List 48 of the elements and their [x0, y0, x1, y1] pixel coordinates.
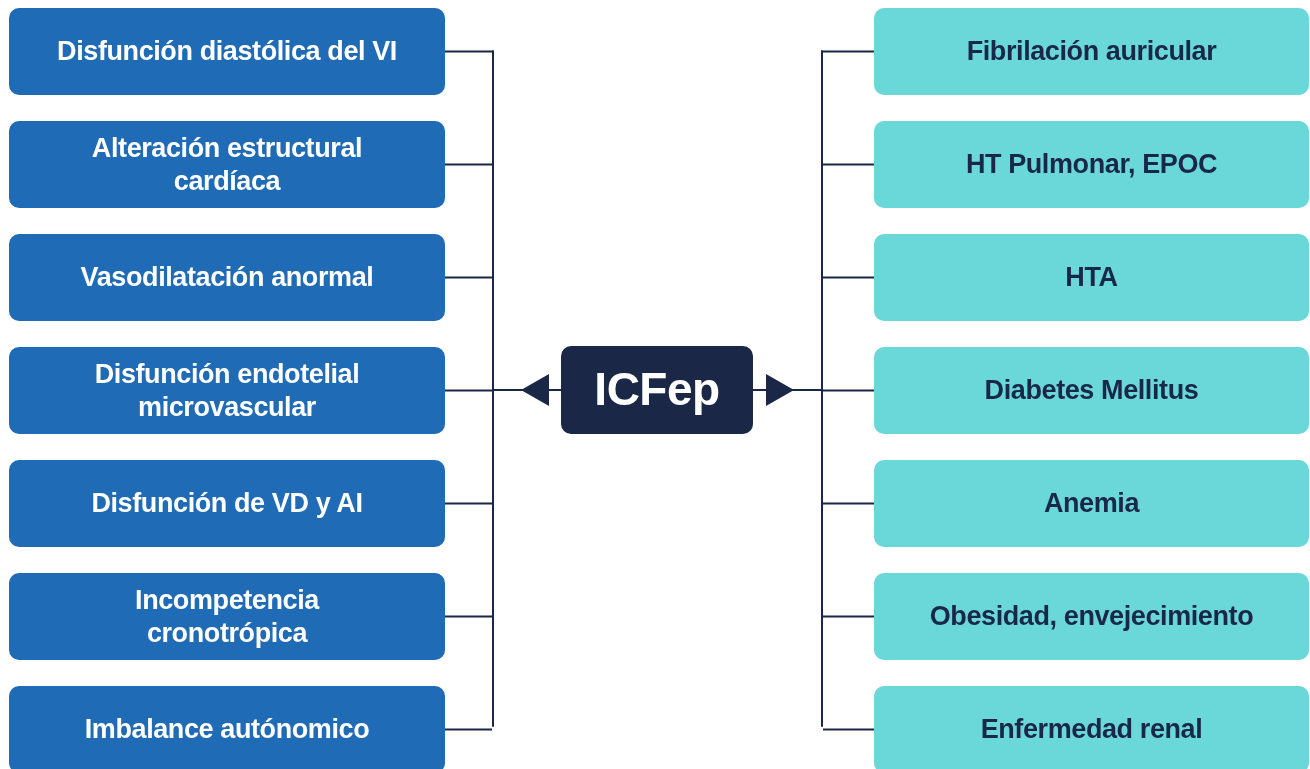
node-label: Obesidad, envejecimiento [929, 600, 1254, 633]
connector-line [444, 50, 493, 53]
connector-line [822, 502, 875, 505]
comorbidity-box [874, 8, 1309, 95]
connector-line [752, 374, 822, 406]
connector-line [444, 728, 493, 731]
node-label: Imbalance autónomico [84, 713, 370, 746]
mechanism-box [9, 234, 445, 321]
connector-line [444, 615, 493, 618]
node-label: Alteración estructural cardíaca [90, 132, 364, 197]
node-label: Disfunción diastólica del VI [57, 35, 397, 68]
mechanism-box [9, 460, 445, 547]
connector-line [822, 615, 875, 618]
node-label: Enfermedad renal [980, 713, 1203, 746]
connector-line [822, 389, 875, 392]
bracket-line [492, 50, 494, 727]
node-label: Fibrilación auricular [966, 35, 1217, 68]
mechanism-box [9, 8, 445, 95]
comorbidity-box [874, 686, 1309, 769]
node-label: Vasodilatación anormal [80, 261, 374, 294]
connector-line [444, 163, 493, 166]
connector-line [444, 502, 493, 505]
connector-line [444, 389, 493, 392]
node-label: HT Pulmonar, EPOC [965, 148, 1218, 181]
mechanism-box [9, 121, 445, 208]
node-label: Anemia [1043, 487, 1140, 520]
node-label: HTA [1065, 261, 1118, 294]
bracket-line [821, 50, 823, 727]
comorbidity-box [874, 234, 1309, 321]
node-label: Diabetes Mellitus [984, 374, 1199, 407]
comorbidity-box [874, 121, 1309, 208]
mechanism-box [9, 686, 445, 769]
connector-line [822, 728, 875, 731]
connector-line [822, 163, 875, 166]
comorbidity-box [874, 460, 1309, 547]
node-label: Incompetencia cronotrópica [134, 584, 321, 649]
connector-line [444, 276, 493, 279]
node-label: Disfunción endotelial microvascular [93, 358, 361, 423]
node-label: Disfunción de VD y AI [91, 487, 363, 520]
main-topic-box [561, 346, 753, 434]
connector-line [822, 50, 875, 53]
mechanism-box [9, 573, 445, 660]
comorbidity-box [874, 347, 1309, 434]
comorbidity-box [874, 573, 1309, 660]
connector-line [822, 276, 875, 279]
connector-line [493, 374, 562, 406]
node-label: ICFep [594, 362, 720, 418]
mechanism-box [9, 347, 445, 434]
